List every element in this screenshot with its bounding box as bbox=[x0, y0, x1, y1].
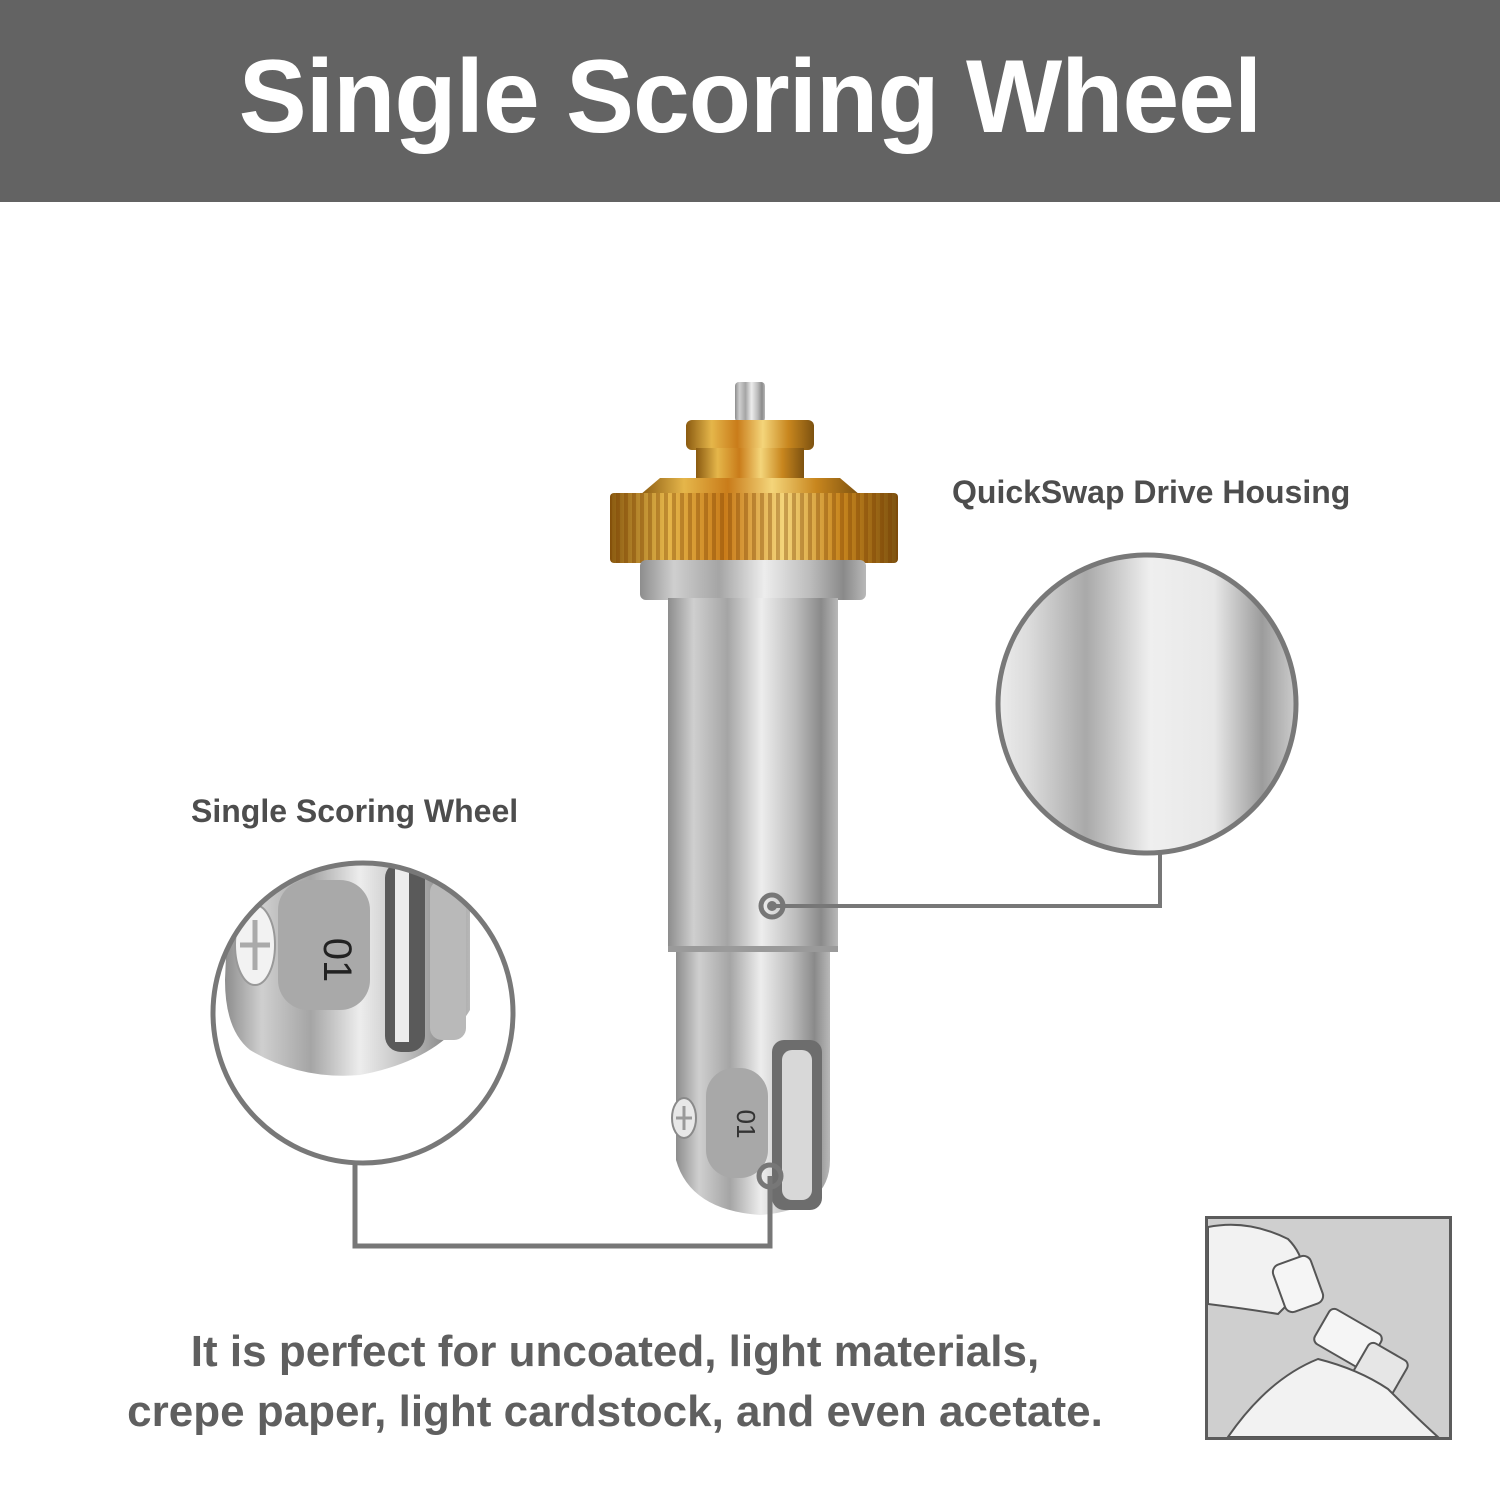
housing-callout-line bbox=[772, 853, 1162, 908]
pin bbox=[735, 382, 765, 422]
svg-text:01: 01 bbox=[315, 938, 359, 983]
hands-inserting-tip-icon bbox=[1207, 1223, 1441, 1438]
wheel-label: Single Scoring Wheel bbox=[191, 793, 519, 829]
description-caption: It is perfect for uncoated, light materi… bbox=[30, 1322, 1200, 1442]
wheel-callout-line bbox=[352, 1163, 773, 1249]
header-banner: Single Scoring Wheel bbox=[0, 0, 1500, 202]
drive-housing-shaft bbox=[668, 598, 838, 950]
wheel-callout-marker bbox=[756, 1162, 784, 1190]
housing-label: QuickSwap Drive Housing bbox=[952, 474, 1351, 510]
page-title: Single Scoring Wheel bbox=[238, 39, 1262, 155]
housing-callout-marker bbox=[758, 892, 786, 920]
housing-zoom-circle bbox=[995, 552, 1299, 856]
caption-line-2: crepe paper, light cardstock, and even a… bbox=[127, 1387, 1103, 1436]
usage-illustration bbox=[1205, 1216, 1452, 1440]
wheel-zoom-circle: 01 bbox=[213, 863, 513, 1163]
caption-line-1: It is perfect for uncoated, light materi… bbox=[190, 1327, 1040, 1376]
tip-engraving: 01 bbox=[731, 1110, 761, 1139]
